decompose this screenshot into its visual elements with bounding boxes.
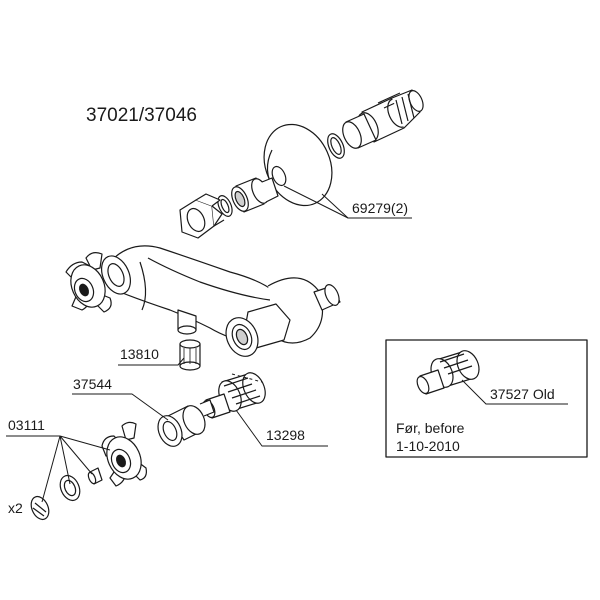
adapter-13810: [179, 339, 201, 371]
diagram-title: 37021/37046: [86, 105, 197, 126]
check-valve: [231, 177, 279, 213]
callout-69279: 69279(2): [352, 200, 409, 216]
leader-37544: [72, 393, 169, 421]
inset-note-line2: 1-10-2010: [396, 438, 460, 454]
inset-note-line1: Før, before: [396, 420, 465, 436]
leader-37527: [461, 379, 568, 405]
inset-part-label: 37527 Old: [490, 386, 555, 402]
screw-small: [87, 467, 103, 485]
body-outlet-right: [225, 303, 291, 357]
callout-37544: 37544: [73, 376, 112, 392]
cartridge-37527-old: [416, 350, 480, 395]
callout-quantity-x2: x2: [8, 500, 23, 516]
callout-13298: 13298: [266, 427, 305, 443]
leader-13298: [235, 409, 328, 447]
callout-13810: 13810: [120, 346, 159, 362]
cartridge-13298: [199, 372, 266, 419]
leader-13810: [118, 357, 185, 366]
inset-box: [385, 339, 588, 458]
callout-03111: 03111: [8, 417, 45, 433]
cross-handle-top: [65, 252, 112, 313]
hex-nut: [179, 193, 225, 239]
index-cap: [59, 474, 81, 502]
cover-cap: [30, 495, 50, 521]
wall-connector-top: [342, 89, 424, 149]
wall-rosette-top: [263, 123, 333, 207]
sleeve-37544: [157, 405, 206, 447]
cross-handle-bottom: [101, 421, 147, 487]
